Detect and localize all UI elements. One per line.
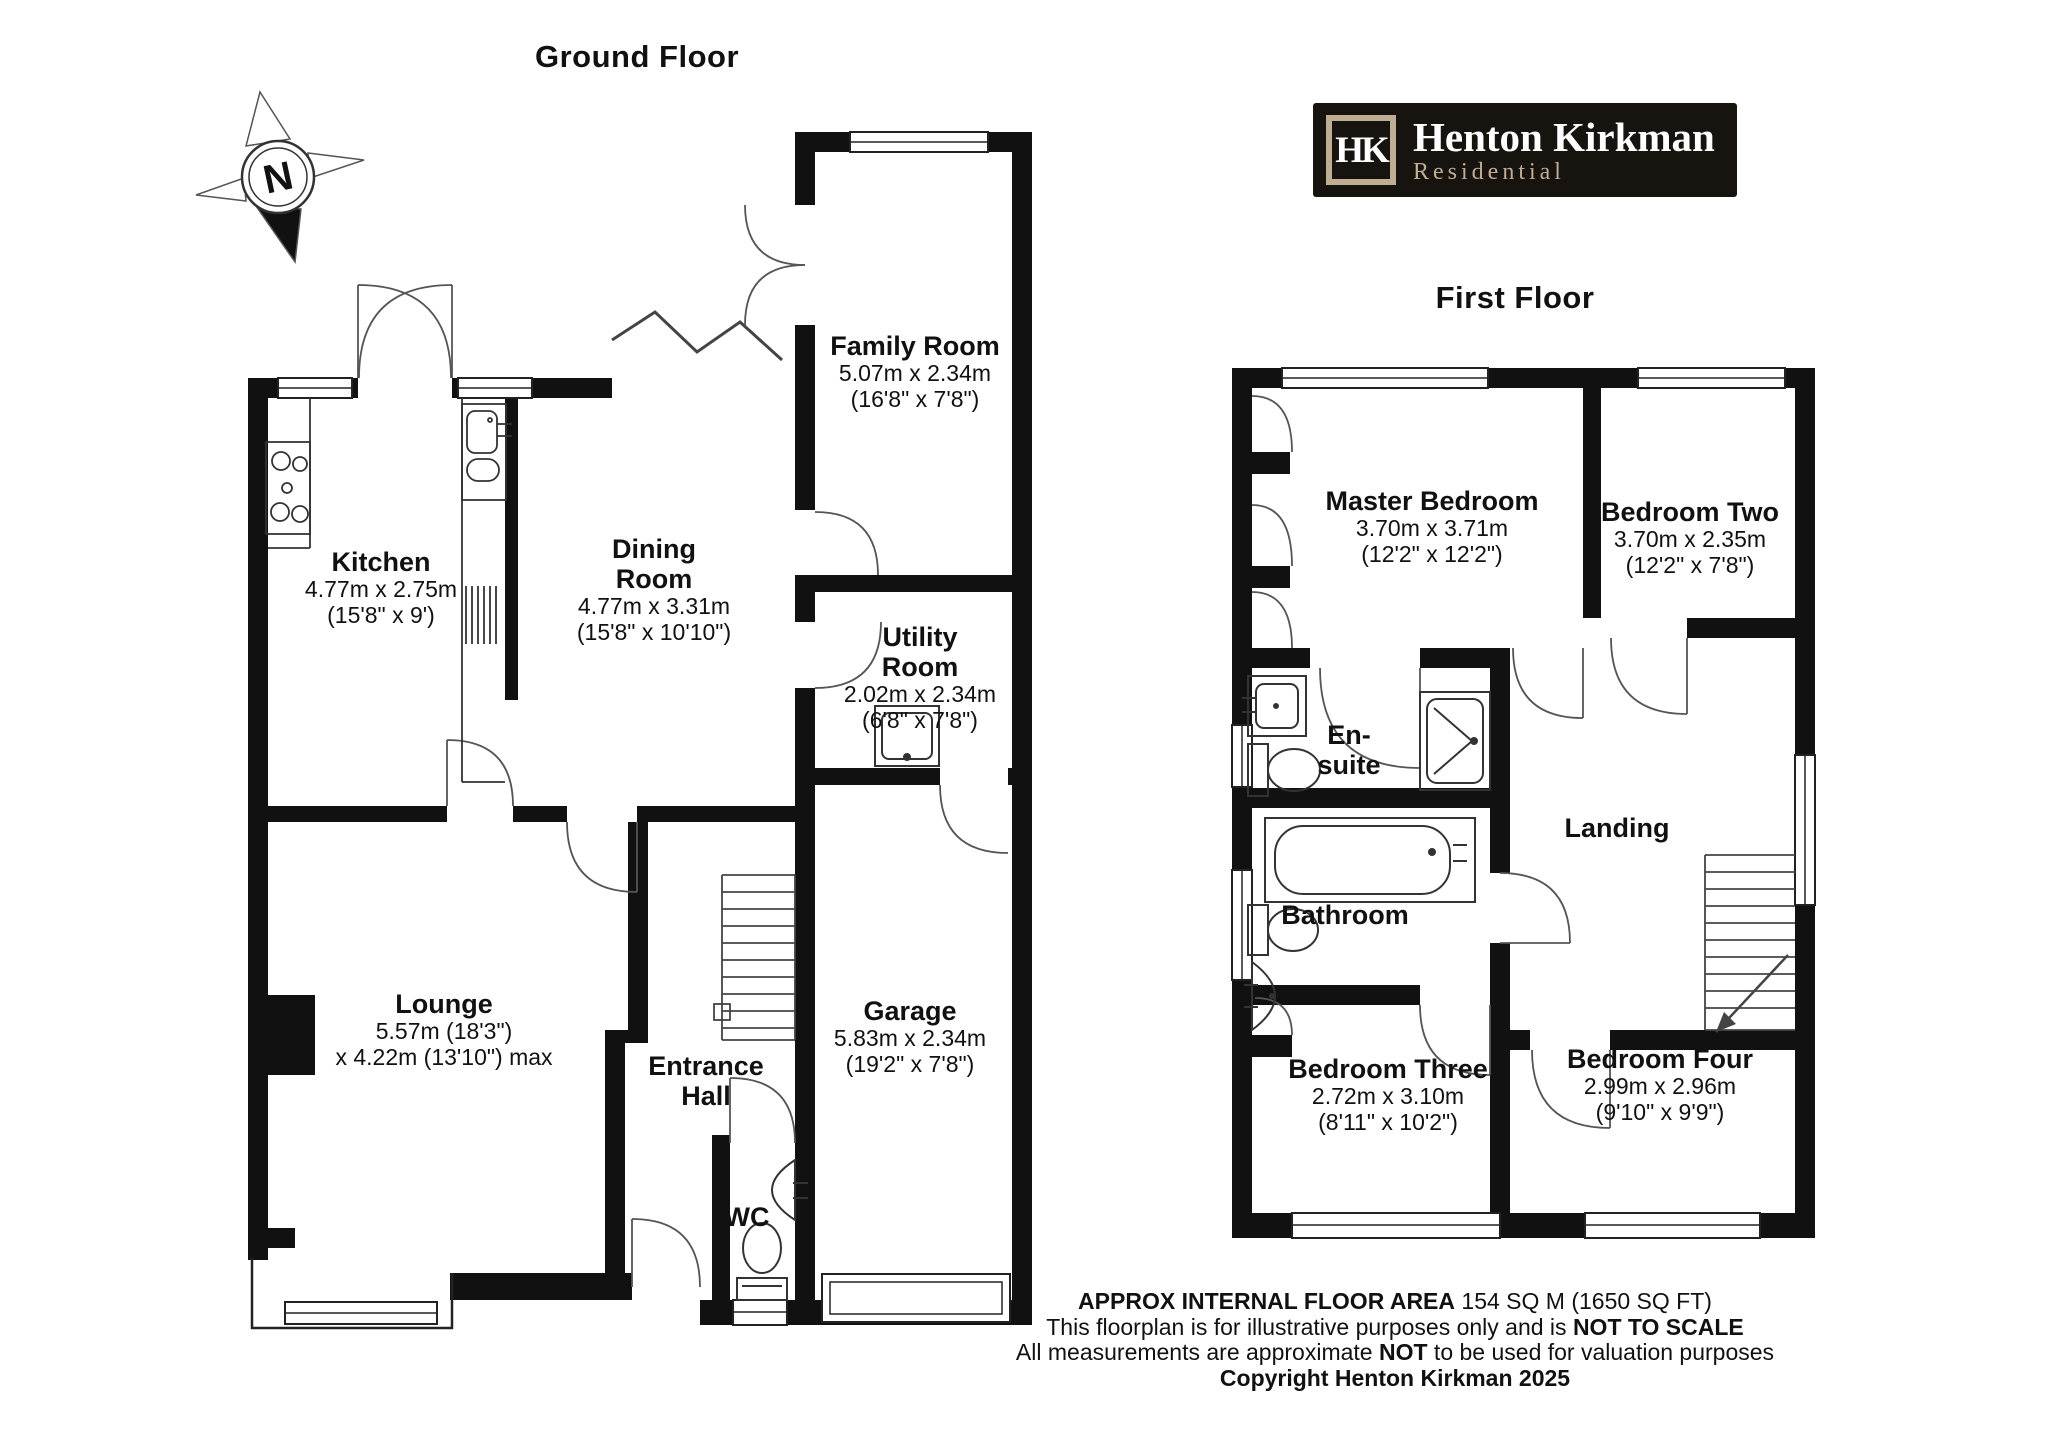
ensuite-toilet-icon [1247, 743, 1321, 797]
first-floor-doors [1251, 395, 1688, 1129]
hob-icon [270, 451, 309, 523]
wc-sink-icon [771, 1158, 808, 1222]
compass-icon: N [195, 90, 365, 265]
bathtub-icon [1264, 817, 1476, 903]
hk-monogram-icon: HK [1326, 115, 1396, 185]
open-plan-zigzag-icon [611, 310, 784, 362]
logo-name: Henton Kirkman [1413, 114, 1715, 161]
ground-floor-title: Ground Floor [534, 39, 740, 74]
footer-line-copyright: Copyright Henton Kirkman 2025 [1219, 1364, 1571, 1391]
window-midlines [278, 141, 1003, 1315]
room-label-landing: Landing [1564, 812, 1670, 843]
room-label-bedroom-four: Bedroom Four 2.99m x 2.96m (9'10" x 9'9"… [1567, 1044, 1753, 1126]
disclaimer-footer: APPROX INTERNAL FLOOR AREA 154 SQ M (165… [905, 1288, 1885, 1391]
room-label-kitchen: Kitchen 4.77m x 2.75m (15'8" x 9') [304, 547, 458, 629]
room-label-family-room: Family Room 5.07m x 2.34m (16'8" x 7'8") [830, 331, 1000, 413]
room-label-lounge: Lounge 5.57m (18'3") x 4.22m (13'10") ma… [335, 989, 553, 1071]
room-label-master-bedroom: Master Bedroom 3.70m x 3.71m (12'2" x 12… [1325, 486, 1539, 568]
stairs-first [1704, 854, 1795, 1033]
bathroom-toilet-icon [1247, 904, 1319, 956]
bay-window-outline [250, 1258, 454, 1330]
room-label-garage: Garage 5.83m x 2.34m (19'2" x 7'8") [833, 996, 987, 1078]
wc-toilet-icon [736, 1222, 788, 1301]
room-label-bedroom-two: Bedroom Two 3.70m x 2.35m (12'2" x 7'8") [1601, 497, 1779, 579]
stairs-ground [713, 874, 796, 1041]
first-floor-window-midlines [1241, 377, 1806, 1226]
room-label-wc: WC [724, 1201, 770, 1232]
first-floor-walls [1232, 368, 1815, 1238]
footer-line-scale: This floorplan is for illustrative purpo… [1046, 1313, 1744, 1340]
washing-machine-icon [874, 705, 940, 767]
footer-line-area: APPROX INTERNAL FLOOR AREA 154 SQ M (165… [1078, 1288, 1712, 1314]
ensuite-sink-icon [1242, 675, 1307, 737]
footer-line-measurements: All measurements are approximate NOT to … [1015, 1339, 1775, 1365]
bathroom-sink-icon [1244, 960, 1276, 1032]
logo-tagline: Residential [1413, 158, 1565, 185]
kitchen-sink-icon [461, 403, 512, 644]
room-label-bathroom: Bathroom [1281, 899, 1409, 930]
henton-kirkman-logo: HK Henton Kirkman Residential [1313, 103, 1737, 197]
ground-floor-doors [357, 204, 1009, 1288]
room-label-dining-room: Dining Room 4.77m x 3.31m (15'8" x 10'10… [576, 534, 732, 646]
shower-icon [1419, 691, 1491, 791]
room-label-utility-room: Utility Room 2.02m x 2.34m (6'8" x 7'8") [843, 622, 997, 734]
first-floor-title: First Floor [1435, 280, 1595, 315]
room-label-bedroom-three: Bedroom Three 2.72m x 3.10m (8'11" x 10'… [1288, 1054, 1488, 1136]
room-label-en-suite: En- suite [1317, 719, 1381, 780]
room-label-entrance-hall: Entrance Hall [648, 1050, 764, 1111]
